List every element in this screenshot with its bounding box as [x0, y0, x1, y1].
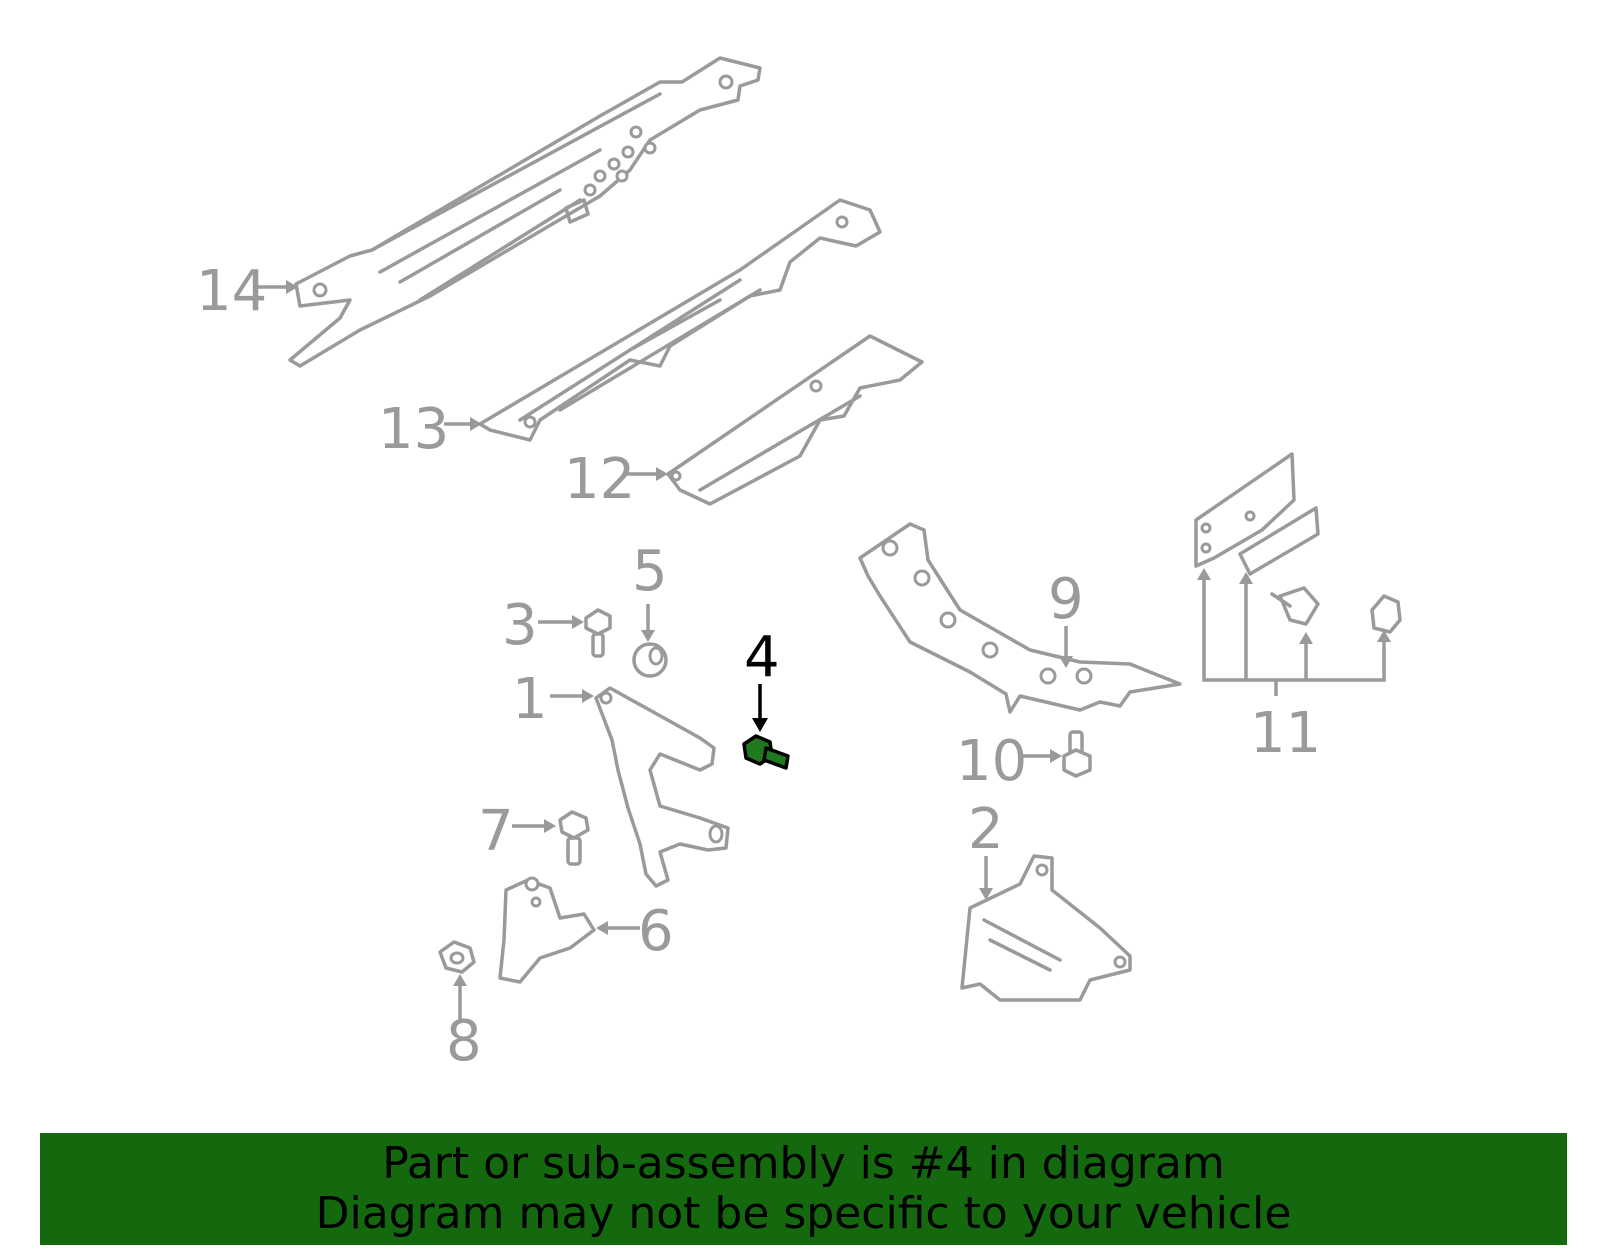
leader-2: [979, 856, 993, 900]
leader-8: [453, 974, 467, 1020]
part-2-bracket[interactable]: [960, 854, 1132, 1002]
part-6-mount[interactable]: [498, 876, 596, 984]
part-10-bolt[interactable]: [1062, 730, 1092, 778]
callout-14: 14: [196, 259, 267, 324]
leader-12: [626, 467, 668, 481]
callout-9: 9: [1048, 567, 1084, 632]
banner-line-disclaimer: Diagram may not be specific to your vehi…: [315, 1188, 1292, 1239]
callout-8: 8: [446, 1009, 482, 1074]
leader-1: [550, 689, 594, 703]
part-7-bolt[interactable]: [558, 810, 590, 866]
part-9-crossmember[interactable]: [858, 522, 1182, 714]
callout-5: 5: [632, 539, 668, 604]
leader-6: [596, 921, 640, 935]
part-4-bolt[interactable]: [742, 734, 790, 770]
banner-line-part: Part or sub-assembly is #4 in diagram: [382, 1138, 1225, 1189]
part-11-bracket-set[interactable]: [1194, 452, 1402, 634]
callout-2: 2: [968, 797, 1004, 862]
leader-14: [254, 280, 298, 294]
part-14-rail[interactable]: [288, 56, 762, 368]
leader-4: [752, 684, 768, 732]
info-banner: Part or sub-assembly is #4 in diagram Di…: [40, 1133, 1567, 1245]
part-5-bushing[interactable]: [632, 642, 668, 678]
leader-3: [538, 615, 584, 629]
part-13-rail[interactable]: [478, 198, 882, 442]
leader-7: [512, 819, 556, 833]
callout-7: 7: [478, 799, 514, 864]
leader-5: [641, 604, 655, 642]
callout-13: 13: [378, 397, 449, 462]
part-3-bolt[interactable]: [584, 608, 612, 658]
part-12-plate[interactable]: [666, 334, 924, 506]
callout-12: 12: [564, 447, 635, 512]
callout-1: 1: [512, 667, 548, 732]
callout-11: 11: [1250, 701, 1321, 766]
callout-6: 6: [638, 899, 674, 964]
callout-3: 3: [502, 593, 538, 658]
leader-9: [1059, 626, 1073, 668]
part-8-nut[interactable]: [438, 940, 476, 974]
callout-4: 4: [744, 625, 780, 690]
leader-11: [1197, 568, 1391, 696]
leader-10: [1018, 749, 1062, 763]
leader-13: [444, 417, 482, 431]
part-1-bracket[interactable]: [594, 686, 730, 888]
callout-10: 10: [956, 729, 1027, 794]
